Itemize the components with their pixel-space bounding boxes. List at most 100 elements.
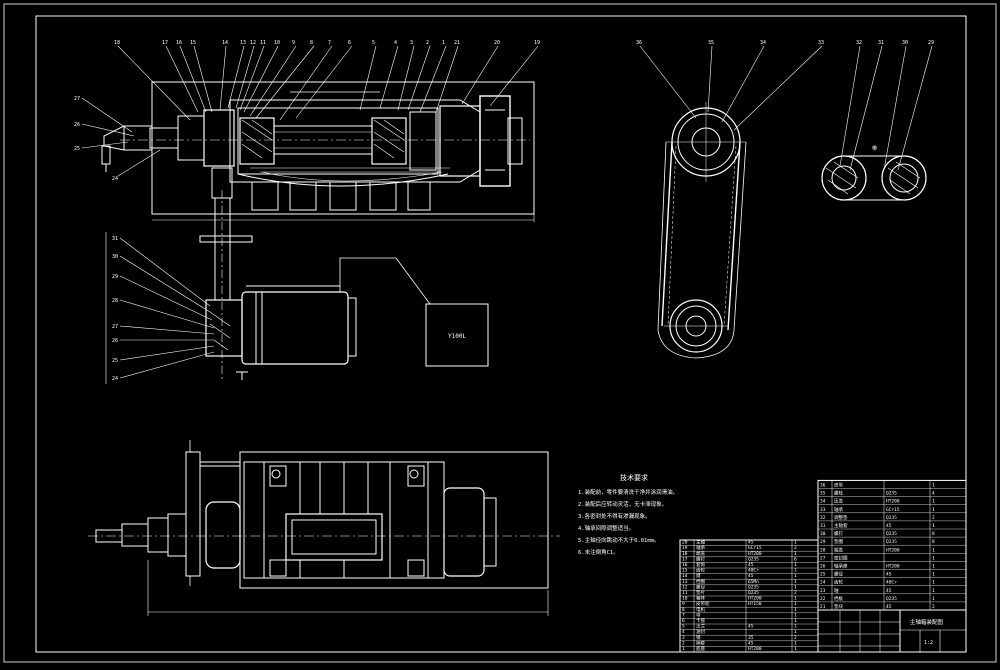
left-table-cell: 电机 xyxy=(696,606,705,613)
left-table-cell: 45 xyxy=(748,640,754,646)
svg-text:1: 1 xyxy=(442,40,445,46)
left-table-cell: HT200 xyxy=(748,646,762,652)
left-table-cell: 45 xyxy=(748,573,754,579)
right-table-cell: 轴 xyxy=(834,587,839,594)
right-table-cell: 21 xyxy=(820,604,826,610)
right-table-cell: 挡板 xyxy=(834,595,843,602)
left-table-cell: 2 xyxy=(682,640,685,646)
right-table-cell: HT200 xyxy=(886,499,900,505)
right-table-cell: 1 xyxy=(932,483,935,489)
right-table-cell: 29 xyxy=(820,539,826,545)
right-table-cell: 22 xyxy=(820,596,826,602)
motor-body xyxy=(241,291,349,365)
right-table-cell: 垫块 xyxy=(834,603,843,610)
left-table-cell: 1 xyxy=(794,629,797,635)
svg-text:32: 32 xyxy=(856,40,862,46)
right-table-cell: 1 xyxy=(932,588,935,594)
left-table-cell: 1 xyxy=(794,646,797,652)
right-table-cell: GCr15 xyxy=(886,507,900,513)
left-table-cell: 法兰 xyxy=(696,623,705,630)
left-table-cell: Q235 xyxy=(748,590,759,596)
svg-text:27: 27 xyxy=(74,96,80,102)
left-table-cell: 1 xyxy=(794,540,797,546)
right-table-cell: 30 xyxy=(820,531,826,537)
left-table-cell: 键 xyxy=(696,572,701,579)
motor-name-box xyxy=(425,303,489,367)
svg-text:4: 4 xyxy=(394,40,397,46)
right-table-cell: 皮带 xyxy=(834,482,843,489)
left-table-cell: 11 xyxy=(682,590,688,596)
balloon-row-right: 36 35 34 33 32 31 30 29 xyxy=(636,40,934,46)
left-table-cell: 1 xyxy=(794,562,797,568)
left-table-cell: 齿轮 xyxy=(696,567,705,574)
left-table-cell: 1 xyxy=(794,607,797,613)
right-table-cell: 45 xyxy=(886,588,892,594)
hatch-blocks xyxy=(241,119,450,182)
svg-text:33: 33 xyxy=(818,40,824,46)
right-table-cell: 33 xyxy=(820,507,826,513)
leader-lines-left-lower xyxy=(119,237,215,379)
left-table-cell: 2 xyxy=(794,590,797,596)
left-table-cell: 1 xyxy=(794,551,797,557)
svg-text:24: 24 xyxy=(112,176,118,182)
tech-line-6: 6.未注倒角C1。 xyxy=(578,548,619,556)
svg-text:20: 20 xyxy=(494,40,500,46)
right-table-cell: 1 xyxy=(932,596,935,602)
right-table-cell: 垫圈 xyxy=(834,538,843,545)
svg-text:11: 11 xyxy=(260,40,266,46)
left-table-cell: 箱体 xyxy=(696,595,705,602)
left-table-cell: 45 xyxy=(748,562,754,568)
right-table-cell: 34 xyxy=(820,499,826,505)
right-table-cell: 8 xyxy=(932,539,935,545)
right-table-cell: 24 xyxy=(820,580,826,586)
right-table-cell: 主轴套 xyxy=(834,522,848,529)
balloon-row-top: 18 17 16 15 14 13 12 11 10 9 8 7 6 5 4 3… xyxy=(114,40,540,46)
housing-ribs xyxy=(237,173,449,211)
right-table-cell: 螺栓 xyxy=(834,490,843,497)
scale-text: 1:2 xyxy=(924,640,933,646)
svg-text:13: 13 xyxy=(240,40,246,46)
svg-text:15: 15 xyxy=(190,40,196,46)
left-table-cell: 15 xyxy=(682,568,688,574)
left-table-cell: 1 xyxy=(794,584,797,590)
svg-text:29: 29 xyxy=(928,40,934,46)
svg-text:35: 35 xyxy=(708,40,714,46)
right-table-cell: 密封圈 xyxy=(834,554,848,561)
right-table-cell: 1 xyxy=(932,564,935,570)
belt-drive-view xyxy=(657,102,747,359)
svg-text:2: 2 xyxy=(426,40,429,46)
svg-text:26: 26 xyxy=(74,122,80,128)
left-table-cell: Q235 xyxy=(748,556,759,562)
right-table-cell: 32 xyxy=(820,515,826,521)
left-table-cell: 挡圈 xyxy=(696,578,705,585)
left-table-cell: 18 xyxy=(682,551,688,557)
left-table-cell: 端盖 xyxy=(696,550,705,557)
right-table-cell: 齿轮 xyxy=(834,579,843,586)
svg-text:5: 5 xyxy=(372,40,375,46)
left-table-cell: 垫片 xyxy=(696,589,705,596)
left-table-cell: 1 xyxy=(794,579,797,585)
left-table-cell: 65Mn xyxy=(748,579,759,585)
left-table-cell: 2 xyxy=(794,545,797,551)
left-table-cell: 皮带轮 xyxy=(696,600,710,607)
left-table-cell: 油封 xyxy=(696,628,705,635)
right-table-cell: Q235 xyxy=(886,515,897,521)
right-table-cell: 25 xyxy=(820,572,826,578)
left-table-cell: 1 xyxy=(794,640,797,646)
left-table-cell: HT200 xyxy=(748,596,762,602)
left-table-cell: 45 xyxy=(748,624,754,630)
left-table-cell: 销 xyxy=(696,634,701,641)
right-table-cell: 1 xyxy=(932,507,935,513)
right-table-cell: 1 xyxy=(932,499,935,505)
leader-lines-top xyxy=(81,45,539,177)
right-table-cell: 压盖 xyxy=(834,498,843,505)
tech-title: 技术要求 xyxy=(620,473,648,482)
right-table-cell: 轴承 xyxy=(834,506,843,513)
chuck xyxy=(479,95,511,187)
left-table-cell: 5 xyxy=(682,624,685,630)
left-table-cell: 10 xyxy=(682,596,688,602)
